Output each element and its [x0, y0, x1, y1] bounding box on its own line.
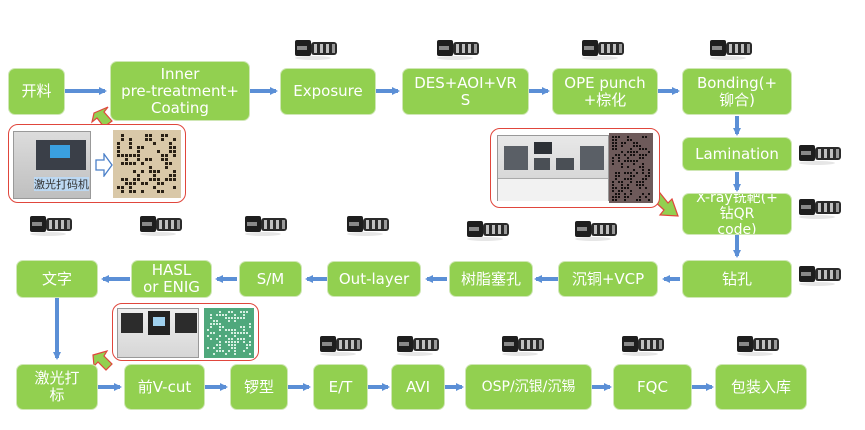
industrial-camera-icon — [620, 333, 670, 357]
industrial-camera-icon — [500, 333, 550, 357]
machine-label: 激光打码机 — [34, 177, 89, 191]
step-des-aoi-vrs[interactable]: DES+AOI+VR S — [402, 68, 529, 115]
dot-matrix-code-image — [609, 133, 653, 203]
step-lamination[interactable]: Lamination — [682, 137, 792, 171]
industrial-camera-icon — [318, 333, 368, 357]
hollow-right-arrow-icon — [95, 153, 113, 177]
step-exposure[interactable]: Exposure — [280, 68, 376, 115]
industrial-camera-icon — [573, 218, 623, 242]
dot-matrix-code-image — [113, 130, 181, 198]
step-resin-plug[interactable]: 树脂塞孔 — [449, 261, 533, 297]
industrial-camera-icon — [345, 213, 395, 237]
step-fqc[interactable]: FQC — [613, 364, 692, 410]
laser-mark-machine-image — [117, 308, 199, 358]
step-avi[interactable]: AVI — [391, 364, 445, 410]
step-routing[interactable]: 锣型 — [230, 364, 288, 410]
machine-window — [534, 158, 550, 170]
monitor — [50, 145, 70, 158]
laser-marker-machine-image: 激光打码机 — [13, 131, 91, 199]
step-out-layer[interactable]: Out-layer — [327, 261, 421, 297]
callout-laser-mark-machine — [112, 303, 259, 361]
industrial-camera-icon — [138, 213, 188, 237]
step-ope-punch[interactable]: OPE punch +棕化 — [552, 68, 658, 115]
industrial-camera-icon — [708, 37, 758, 61]
step-cutting[interactable]: 开料 — [8, 68, 65, 115]
industrial-camera-icon — [735, 333, 785, 357]
machine-window — [148, 311, 170, 335]
step-xray[interactable]: X-ray铣靶(+ 钻QR code) — [682, 193, 792, 235]
industrial-camera-icon — [293, 37, 343, 61]
monitor — [153, 317, 165, 326]
machine-window — [121, 313, 143, 333]
step-et[interactable]: E/T — [313, 364, 368, 410]
step-pth-vcp[interactable]: 沉铜+VCP — [558, 261, 658, 297]
machine-window — [534, 142, 552, 154]
industrial-camera-icon — [465, 218, 515, 242]
machine-window — [175, 313, 197, 333]
step-inner-pretreatment[interactable]: Inner pre-treatment+ Coating — [110, 61, 250, 121]
step-laser-mark[interactable]: 激光打 标 — [16, 364, 98, 410]
xray-machine-image — [497, 135, 609, 201]
callout-xray-machine — [490, 128, 660, 208]
machine-base — [498, 178, 608, 201]
step-bonding[interactable]: Bonding(+ 铆合) — [682, 68, 792, 115]
machine-window — [556, 158, 574, 170]
industrial-camera-icon — [28, 213, 78, 237]
industrial-camera-icon — [797, 263, 847, 287]
machine-window — [504, 146, 528, 170]
step-packing[interactable]: 包装入库 — [715, 364, 807, 410]
qr-code-image — [204, 308, 254, 358]
industrial-camera-icon — [580, 37, 630, 61]
step-legend-print[interactable]: 文字 — [16, 260, 98, 298]
industrial-camera-icon — [435, 37, 485, 61]
step-surface-finish[interactable]: OSP/沉银/沉锡 — [465, 364, 592, 410]
industrial-camera-icon — [243, 213, 293, 237]
machine-window — [580, 146, 604, 170]
callout-laser-marker: 激光打码机 — [8, 124, 186, 203]
step-v-cut[interactable]: 前V-cut — [124, 364, 205, 410]
industrial-camera-icon — [797, 142, 847, 166]
machine-window — [36, 140, 86, 170]
step-hasl-enig[interactable]: HASL or ENIG — [131, 260, 212, 298]
industrial-camera-icon — [797, 196, 847, 220]
step-solder-mask[interactable]: S/M — [239, 261, 302, 297]
step-drilling[interactable]: 钻孔 — [682, 260, 792, 298]
industrial-camera-icon — [395, 333, 445, 357]
